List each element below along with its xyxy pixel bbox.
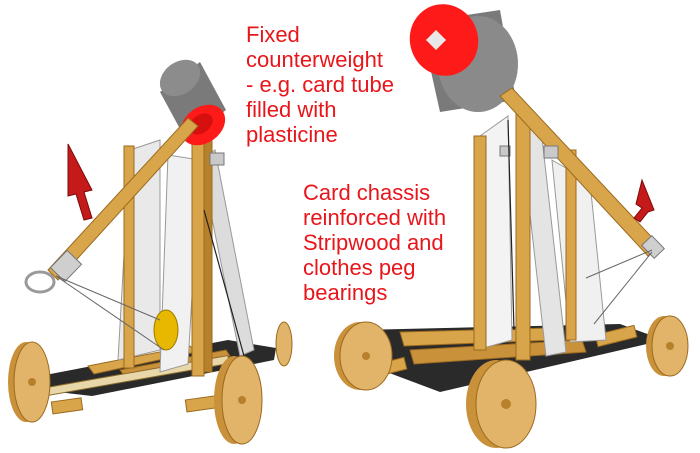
- left-string: [55, 275, 161, 321]
- right-upright-right: [565, 149, 577, 341]
- right-motion-arrow: [633, 178, 655, 223]
- left-release-ring: [24, 270, 56, 294]
- right-upright-mid: [515, 111, 531, 361]
- right-wheel-back-right: [646, 315, 689, 377]
- right-axle-pin: [543, 145, 559, 159]
- left-counterweight: [159, 59, 226, 146]
- left-wheel-back: [275, 321, 293, 367]
- right-string-3: [507, 119, 515, 331]
- right-string: [585, 249, 653, 279]
- left-wheel-front-right: [214, 355, 263, 445]
- right-wheel-front-left: [334, 321, 393, 391]
- right-counterweight: [409, 4, 518, 112]
- left-throwing-arm: [47, 117, 199, 281]
- left-upright-front-2: [203, 139, 213, 373]
- left-upright-front: [191, 131, 205, 377]
- left-trebuchet: [8, 59, 293, 445]
- right-trebuchet: [334, 4, 689, 449]
- right-wheel-front-right: [466, 359, 537, 449]
- left-upright-back: [123, 145, 135, 369]
- right-string-2: [593, 251, 653, 325]
- counterweight-annotation: Fixed counterweight - e.g. card tube fil…: [246, 22, 394, 147]
- right-axle-pin-left: [499, 145, 511, 157]
- right-upright-left: [473, 135, 487, 351]
- left-wheel-front-left: [8, 341, 51, 423]
- left-string-3: [203, 209, 245, 357]
- left-axle-pin: [209, 152, 225, 166]
- left-ball: [153, 309, 179, 351]
- chassis-annotation: Card chassis reinforced with Stripwood a…: [303, 180, 447, 305]
- left-arm-wrap: [49, 249, 83, 283]
- left-motion-arrow: [67, 143, 93, 221]
- left-string-2: [55, 275, 165, 351]
- left-peg-bearing-2: [50, 397, 84, 415]
